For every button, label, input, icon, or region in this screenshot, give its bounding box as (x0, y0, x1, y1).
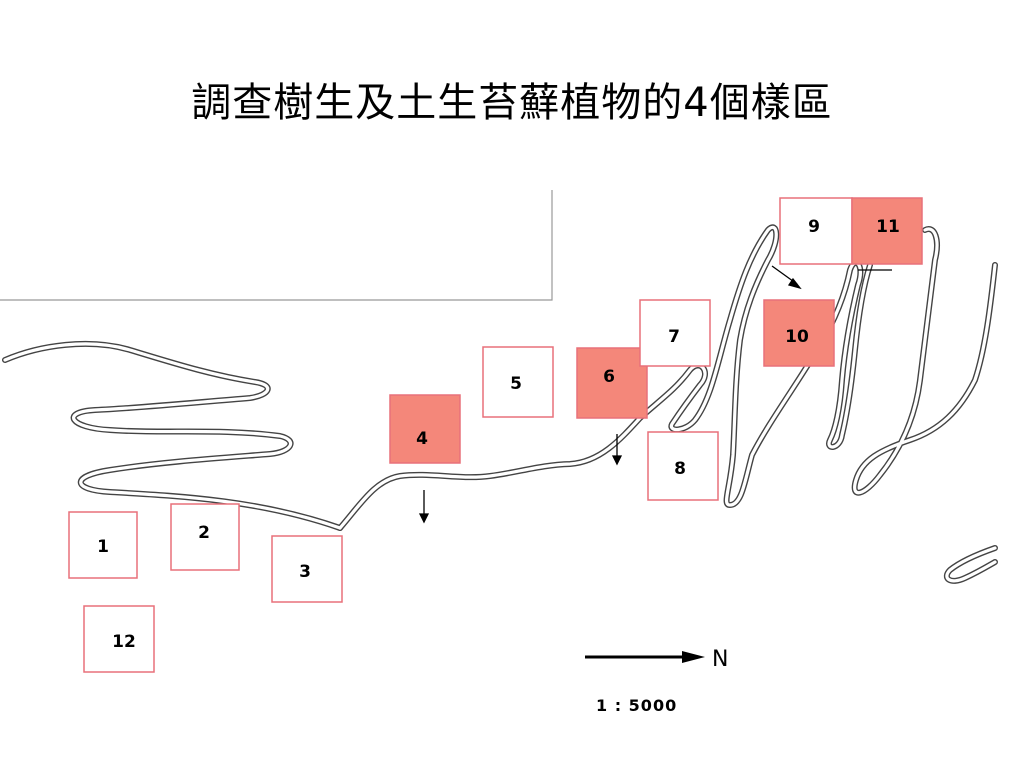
plot-label: 7 (668, 327, 680, 347)
plot-label: 6 (603, 367, 615, 387)
north-arrow-icon (682, 651, 705, 663)
trail-upper-left (2, 340, 343, 531)
north-label: N (712, 647, 728, 672)
plot-label: 8 (674, 459, 686, 479)
plot-box (482, 346, 554, 418)
plot-box (83, 605, 155, 673)
pointer-arrows (418, 265, 892, 524)
plot-label: 3 (299, 562, 311, 582)
plot-11: 11 (851, 197, 923, 265)
plot-1: 1 (68, 511, 138, 579)
map-inset-frame (0, 190, 553, 301)
plot-label: 5 (510, 374, 522, 394)
plot-label: 11 (876, 217, 900, 237)
plot-label: 1 (97, 537, 109, 557)
plot-7: 7 (639, 299, 711, 367)
plot-box (389, 394, 461, 464)
plot-4: 4 (389, 394, 461, 464)
plot-box (851, 197, 923, 265)
plot-label: 10 (785, 327, 809, 347)
plot-label: 4 (416, 429, 428, 449)
plot-box (779, 197, 853, 265)
trail-network (2, 224, 998, 584)
plot-label: 12 (112, 632, 136, 652)
plot-box (647, 431, 719, 501)
plot-label: 2 (198, 523, 210, 543)
plot-box (271, 535, 343, 603)
plot-box (170, 503, 240, 571)
plot-5: 5 (482, 346, 554, 418)
plot-10: 10 (763, 299, 835, 367)
trail-right-loop (851, 226, 998, 496)
plot-box (68, 511, 138, 579)
arrow-diagonal-icon (787, 277, 802, 290)
plot-box (576, 347, 648, 419)
plot-3: 3 (271, 535, 343, 603)
north-arrow: N (585, 647, 728, 672)
arrow-down-icon (611, 455, 623, 466)
arrow-down-icon (418, 513, 430, 524)
plot-8: 8 (647, 431, 719, 501)
plot-6: 6 (576, 347, 648, 419)
plot-12: 12 (83, 605, 155, 673)
slide-title: 調查樹生及土生苔蘚植物的4個樣區 (191, 80, 833, 126)
plot-9: 9 (779, 197, 853, 265)
map-scale: 1 : 5000 (596, 696, 677, 715)
plot-box (763, 299, 835, 367)
plot-2: 2 (170, 503, 240, 571)
plot-box (639, 299, 711, 367)
plot-label: 9 (808, 217, 820, 237)
